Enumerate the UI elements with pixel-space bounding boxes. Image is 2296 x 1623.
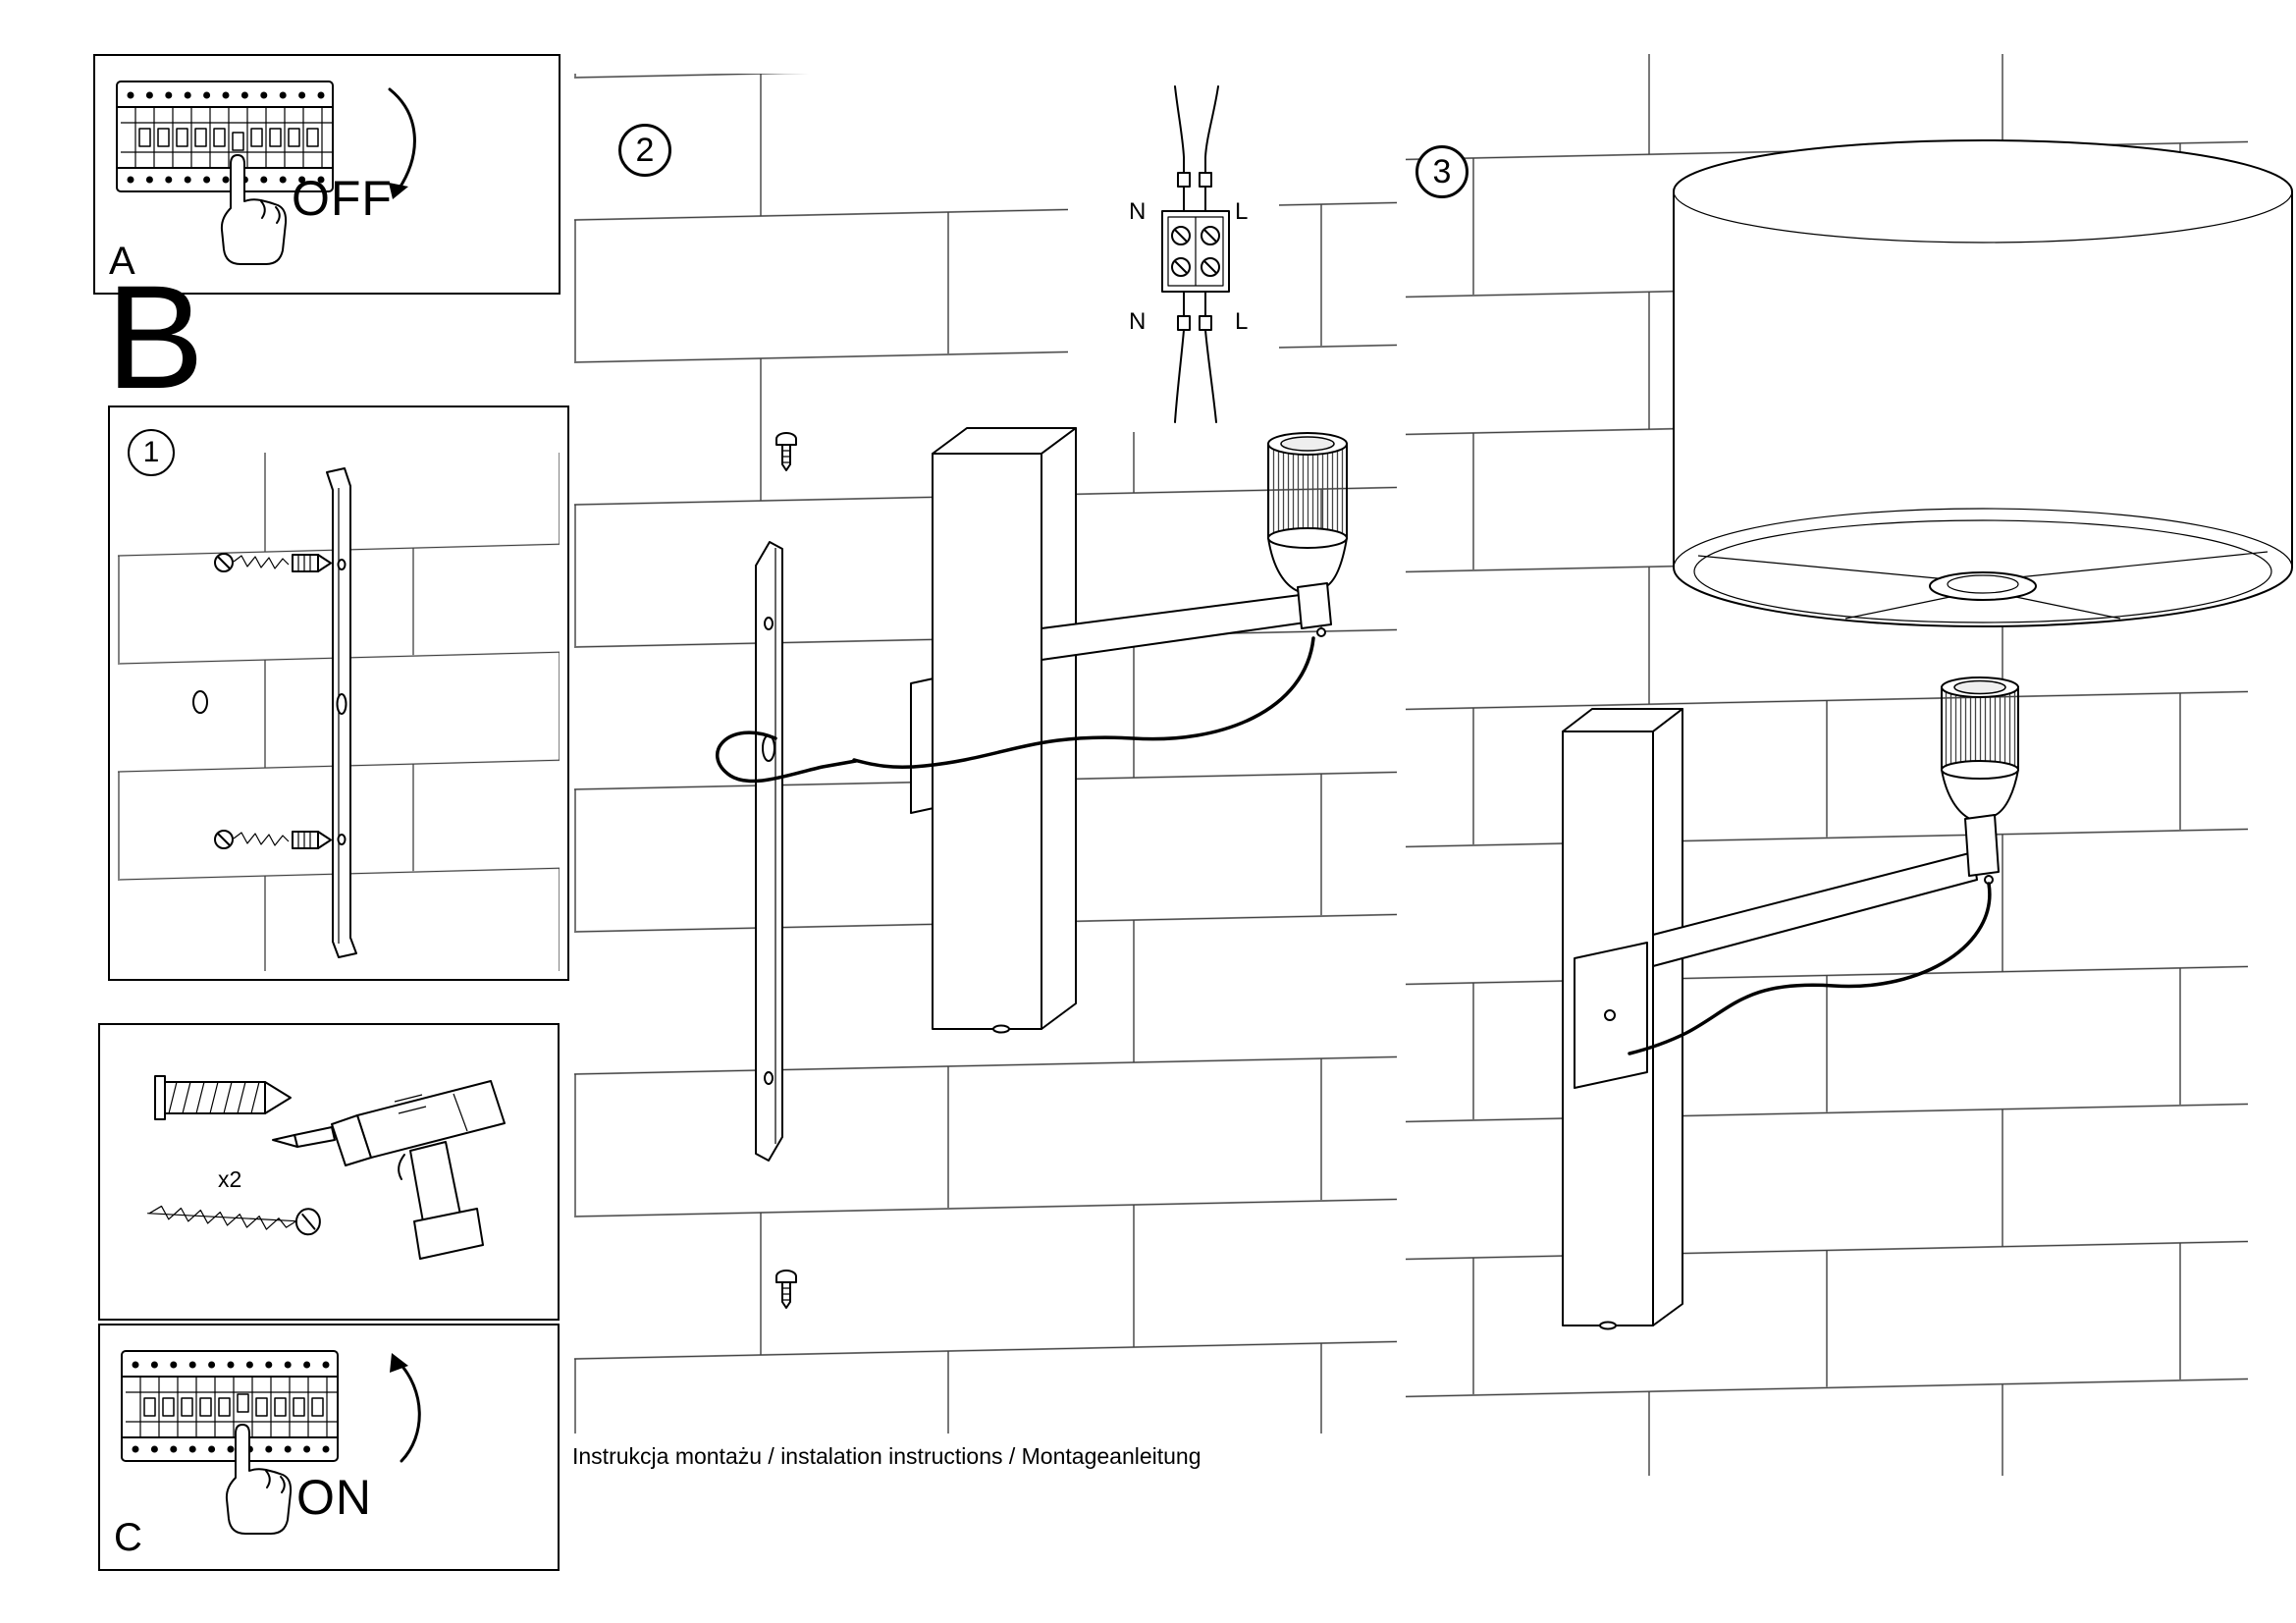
hand-icon — [220, 154, 288, 265]
wire-label-l-bottom: L — [1235, 308, 1249, 335]
wire-ferrule — [1177, 315, 1191, 331]
on-arrow-icon — [390, 1353, 421, 1463]
power-cord-3 — [1628, 882, 1992, 1055]
footer-caption: Instrukcja montażu / instalation instruc… — [572, 1443, 1201, 1469]
wire-label-n-bottom: N — [1129, 308, 1147, 335]
section-a-label: A — [109, 240, 135, 283]
step-2-scene — [574, 67, 1397, 1434]
step-1-number: 1 — [128, 429, 175, 476]
step-3-scene — [1406, 54, 2293, 1476]
wire-ferrule — [1199, 315, 1212, 331]
wire-label-l-top: L — [1235, 198, 1249, 225]
power-cord — [852, 636, 1315, 770]
panel-step-1: 1 — [108, 406, 569, 981]
screw-top — [775, 432, 797, 471]
lamp-body — [932, 427, 1077, 1034]
drill-hole — [192, 690, 208, 714]
lamp-socket-3 — [1941, 676, 2019, 820]
off-arrow-icon — [388, 87, 416, 199]
step-c-illustration — [121, 1350, 421, 1535]
hand-icon — [225, 1424, 293, 1535]
section-b-label: B — [106, 254, 205, 419]
breaker-panel — [116, 81, 334, 192]
lamp-shade — [1673, 139, 2293, 627]
step-2-number: 2 — [618, 124, 671, 177]
step-a-illustration — [116, 81, 416, 265]
screw-icon — [147, 1205, 321, 1236]
mounting-strip-1 — [326, 467, 357, 958]
step-1-illustration — [118, 453, 560, 971]
wall-plug-icon — [154, 1075, 292, 1120]
wall-plate-3 — [1574, 942, 1648, 1089]
wiring-diagram — [1161, 85, 1230, 423]
drill-icon — [272, 1080, 506, 1260]
wire-ferrule — [1177, 172, 1191, 188]
screw-and-anchor-top — [214, 553, 332, 572]
wire-label-n-top: N — [1129, 198, 1147, 225]
panel-step-a: OFF A — [93, 54, 561, 295]
power-on-label: ON — [296, 1470, 372, 1525]
step-3-number: 3 — [1415, 145, 1468, 198]
lamp-socket — [1267, 432, 1348, 592]
lamp-arm-3 — [1652, 814, 2000, 967]
anchor-count-label: x2 — [218, 1166, 242, 1192]
lamp-arm — [1041, 582, 1332, 661]
tools-illustration — [147, 1075, 506, 1260]
panel-step-c: ON C — [98, 1324, 560, 1571]
hook-wire — [716, 730, 858, 784]
mounting-strip — [716, 541, 858, 1162]
section-c-label: C — [114, 1516, 142, 1559]
panel-tools: x2 — [98, 1023, 560, 1321]
breaker-panel — [121, 1350, 339, 1462]
power-off-label: OFF — [292, 171, 393, 226]
wire-ferrule — [1199, 172, 1212, 188]
